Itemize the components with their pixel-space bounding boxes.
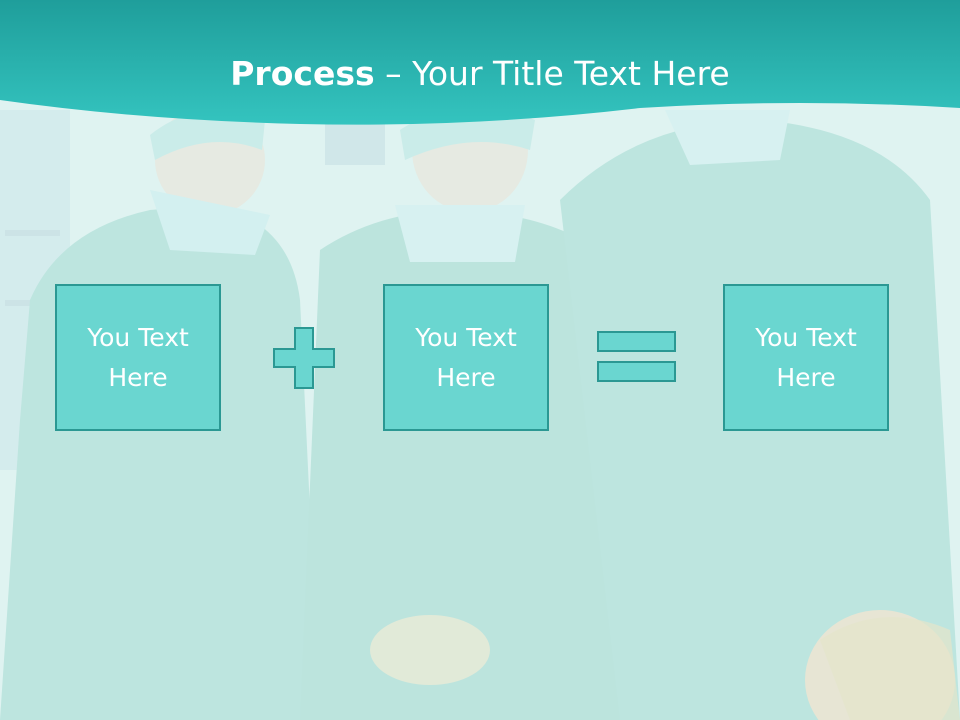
slide-title: Process – Your Title Text Here: [0, 52, 960, 96]
process-box-3[interactable]: You Text Here: [723, 284, 889, 431]
process-box-2[interactable]: You Text Here: [383, 284, 549, 431]
process-box-2-label: You Text Here: [415, 322, 517, 392]
plus-icon: [273, 327, 335, 389]
equals-icon: [597, 330, 677, 384]
process-box-3-label: You Text Here: [755, 322, 857, 392]
process-box-1[interactable]: You Text Here: [55, 284, 221, 431]
title-banner: [0, 0, 960, 140]
title-rest: – Your Title Text Here: [374, 54, 730, 93]
process-box-1-label: You Text Here: [87, 322, 189, 392]
title-bold: Process: [230, 54, 375, 93]
